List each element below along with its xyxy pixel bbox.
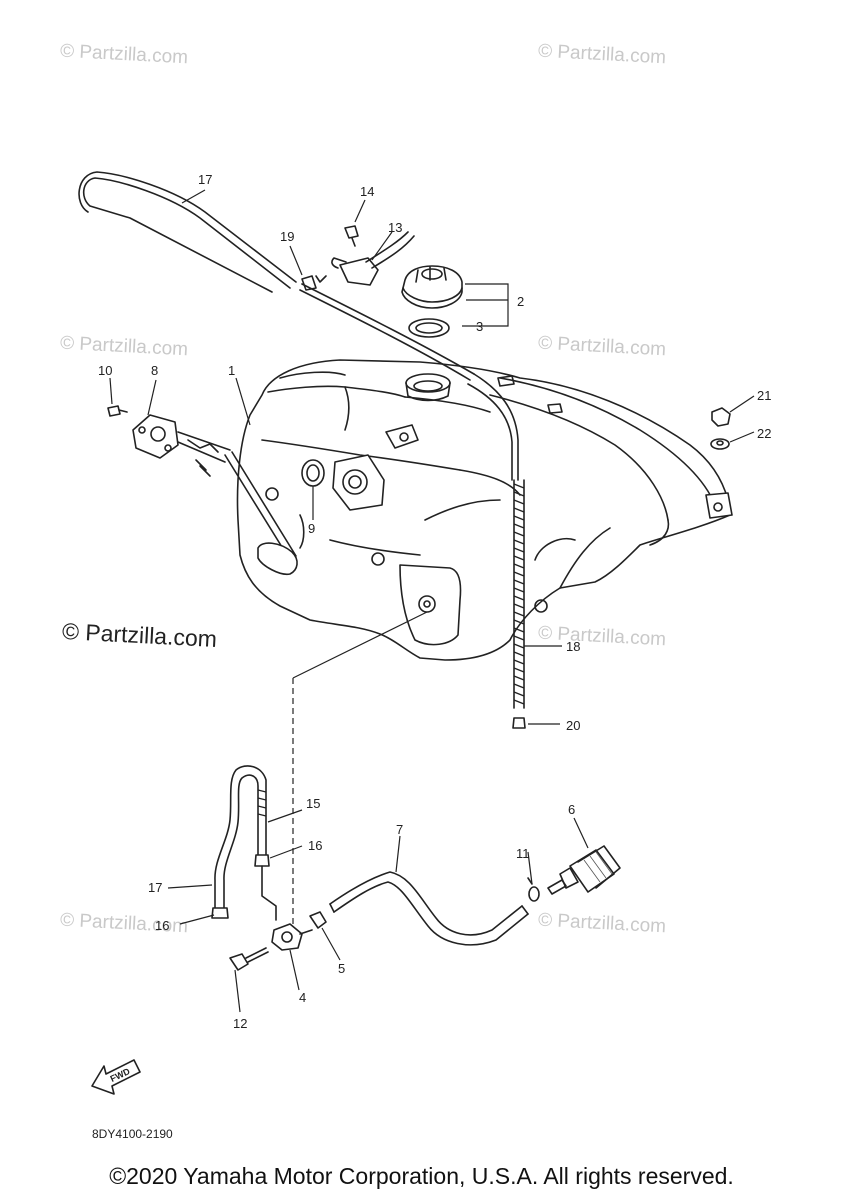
callout-10: 10 — [98, 363, 112, 378]
fwd-arrow-icon: FWD — [91, 1059, 141, 1095]
callout-11: 11 — [516, 846, 530, 861]
cap-gasket — [408, 318, 450, 338]
fuel-tank — [236, 359, 733, 661]
callout-6: 6 — [568, 802, 575, 817]
breather-hose-18 — [78, 171, 475, 381]
connection-line — [292, 611, 428, 928]
diagram-part-number: 8DY4100-2190 — [92, 1127, 173, 1141]
callout-16: 16 — [308, 838, 322, 853]
bolt-12 — [229, 947, 269, 971]
callout-7: 7 — [396, 822, 403, 837]
callout-22: 21 — [757, 388, 771, 403]
breather-valve — [331, 231, 415, 286]
callout-1: 1 — [228, 363, 235, 378]
fuel-cock — [271, 923, 313, 951]
callout-2: 2 — [517, 294, 524, 309]
copyright-notice: ©2020 Yamaha Motor Corporation, U.S.A. A… — [109, 1163, 734, 1189]
fuel-hose-17 — [211, 765, 277, 921]
leader-lines — [109, 189, 755, 1013]
callout-16: 16 — [155, 918, 169, 933]
washer-23 — [710, 438, 730, 450]
callout-19: 18 — [566, 639, 580, 654]
fuel-hose-7 — [329, 871, 529, 946]
fuel-sender-assembly — [132, 414, 298, 576]
callout-4: 4 — [299, 990, 306, 1005]
callout-17: 17 — [148, 880, 162, 895]
callout-21: 20 — [566, 718, 580, 733]
clip-11 — [527, 877, 540, 902]
callout-12: 12 — [233, 1016, 247, 1031]
callout-13: 13 — [388, 220, 402, 235]
bolt-10 — [107, 405, 128, 417]
overflow-hose-19 — [467, 373, 526, 729]
callout-20: 19 — [280, 229, 294, 244]
fuel-filter — [547, 845, 621, 895]
callout-9: 9 — [308, 521, 315, 536]
screw-14 — [344, 225, 359, 247]
callout-23: 22 — [757, 426, 771, 441]
callout-15: 15 — [306, 796, 320, 811]
callout-18: 17 — [198, 172, 212, 187]
callout-8: 8 — [151, 363, 158, 378]
clip-20 — [301, 275, 327, 291]
callout-labels: 17 14 13 19 2 3 1 8 10 9 18 20 21 22 15 … — [98, 172, 771, 1031]
callout-3: 3 — [476, 319, 483, 334]
fuel-cap — [401, 265, 463, 309]
callout-14: 14 — [360, 184, 374, 199]
callout-5: 5 — [338, 961, 345, 976]
nut-22 — [711, 407, 731, 427]
fitting-5 — [309, 911, 327, 929]
